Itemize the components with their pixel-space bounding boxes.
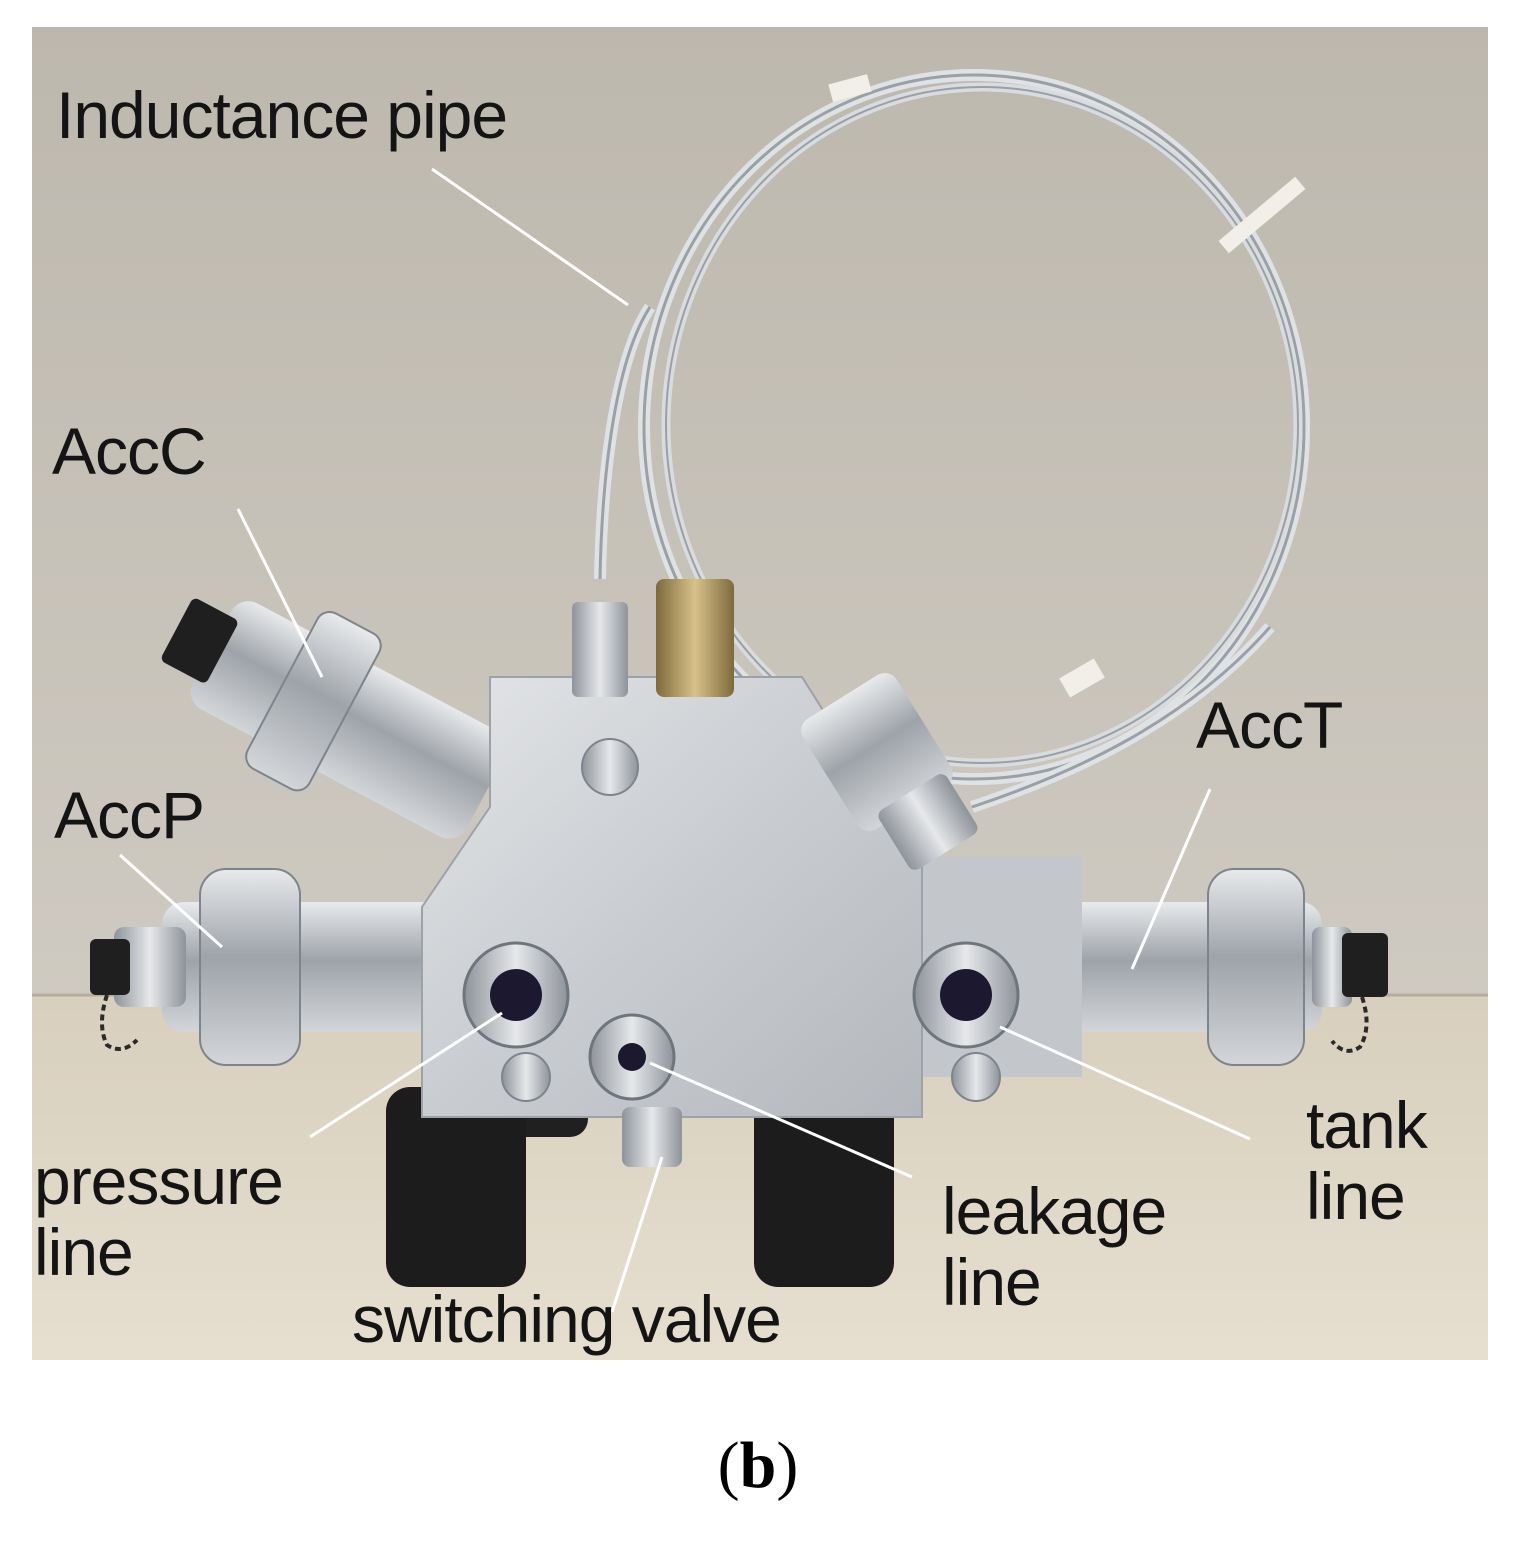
label-leakage-line-word2: line	[942, 1245, 1042, 1320]
label-tank-line-word2: line	[1306, 1159, 1406, 1234]
label-accp: AccP	[54, 778, 205, 852]
label-pressure-line: pressure line	[34, 1144, 284, 1290]
accumulator-accc	[161, 598, 507, 839]
label-switching-valve: switching valve	[352, 1282, 782, 1356]
label-leakage-line-word1: leakage	[942, 1174, 1167, 1248]
label-pressure-line-word2: line	[34, 1215, 134, 1290]
caption-letter: b	[739, 1429, 777, 1502]
label-accc: AccC	[52, 414, 207, 488]
label-leakage-line: leakage line	[942, 1174, 1167, 1320]
caption-close-paren: )	[776, 1429, 799, 1502]
caption-open-paren: (	[717, 1429, 740, 1502]
leader-lines	[118, 167, 1251, 1313]
inductance-pipe-coil	[594, 69, 1310, 813]
label-tank-line: tank line	[1306, 1088, 1428, 1234]
label-inductance-pipe: Inductance pipe	[56, 78, 508, 152]
figure-caption: (b)	[0, 1428, 1516, 1504]
manifold-block	[421, 579, 1082, 1167]
valve-assembly-photo	[32, 27, 1488, 1360]
label-acct: AccT	[1196, 688, 1343, 762]
label-tank-line-word1: tank	[1306, 1088, 1428, 1162]
label-pressure-line-word1: pressure	[34, 1144, 284, 1218]
accumulator-acct	[1052, 868, 1388, 1066]
accumulator-accp	[90, 868, 462, 1066]
